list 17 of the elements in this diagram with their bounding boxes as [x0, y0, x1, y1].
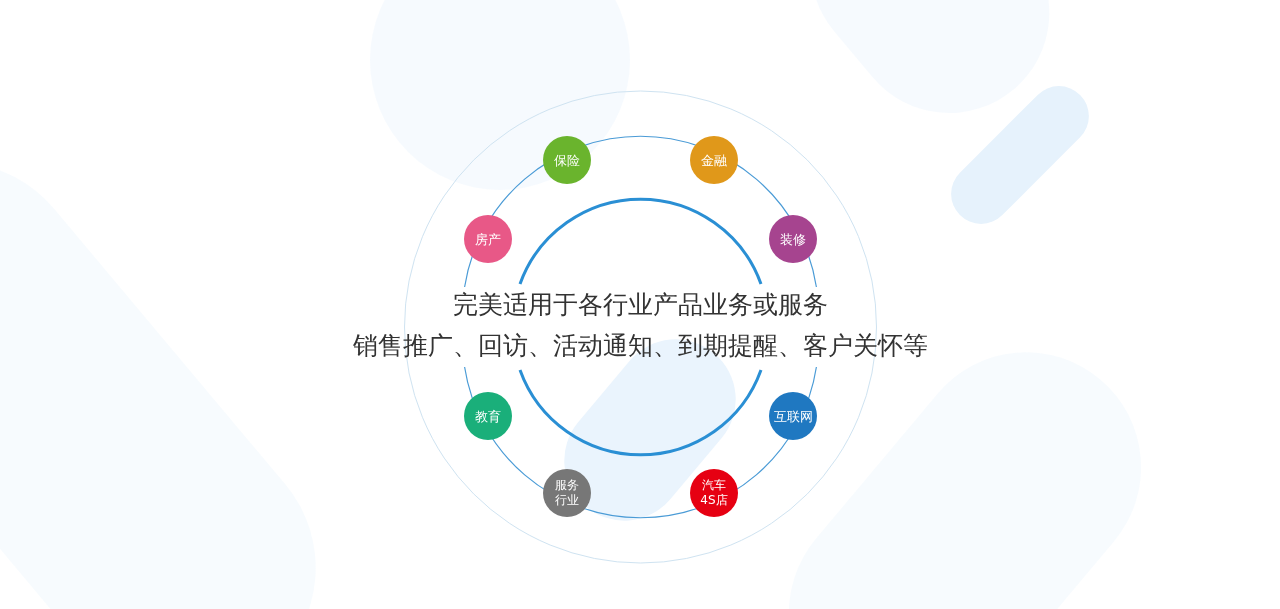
industry-label: 服务行业 — [554, 478, 580, 508]
industry-circle — [769, 392, 817, 440]
industry-label: 保险 — [554, 152, 580, 168]
industry-circle — [543, 469, 591, 517]
industry-label: 金融 — [701, 152, 727, 168]
industry-label: 汽车4S店 — [700, 478, 728, 508]
industry-circle — [690, 469, 738, 517]
industry-label: 房产 — [475, 231, 501, 247]
subheadline: 销售推广、回访、活动通知、到期提醒、客户关怀等 — [351, 331, 929, 361]
industry-circle — [769, 215, 817, 263]
industry-circle — [690, 136, 738, 184]
industry-circle — [464, 215, 512, 263]
industry-label: 装修 — [780, 231, 806, 247]
industry-label: 教育 — [475, 408, 501, 424]
headline: 完美适用于各行业产品业务或服务 — [451, 290, 829, 320]
industry-circle — [464, 392, 512, 440]
industry-label: 互联网 — [773, 408, 813, 424]
